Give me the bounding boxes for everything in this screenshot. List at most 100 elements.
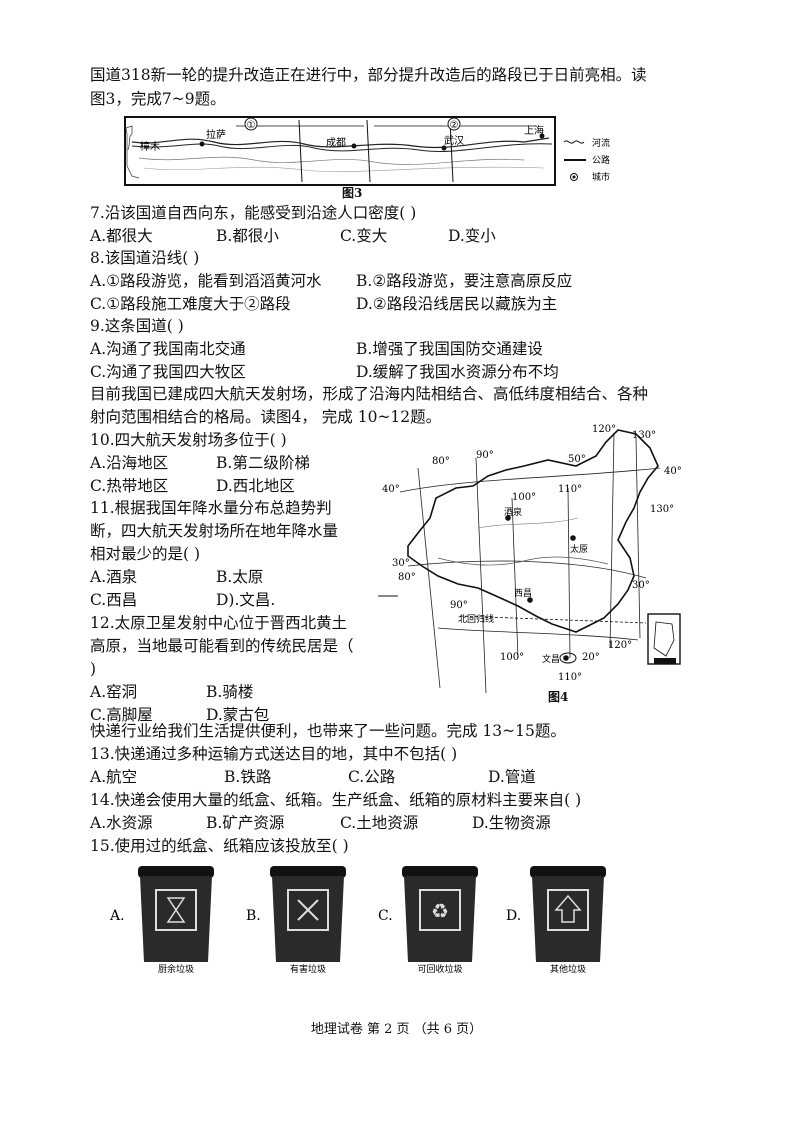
lat-label-30-left: 30°: [392, 558, 410, 569]
site-jiuquan-label: 酒泉: [504, 506, 522, 518]
q11-option-a: A.酒泉: [90, 568, 138, 586]
river-legend-icon: [563, 140, 585, 144]
question-11-stem-line3: 相对最少的是( ): [90, 545, 201, 563]
question-7-stem: 7.沿该国道自西向东，能感受到沿途人口密度( ): [90, 204, 417, 222]
q12-option-b: B.骑楼: [206, 683, 254, 701]
tropic-of-cancer-label: 北回归线: [458, 613, 494, 625]
figure4-china-map: 北回归线 80° 90° 100° 110° 120° 130° 80° 90°…: [378, 424, 682, 694]
q8-option-c: C.①路段施工难度大于②路段: [90, 295, 291, 313]
lon-label-120-top: 120°: [592, 424, 616, 435]
city-lhasa-dot: [199, 141, 205, 147]
q15-option-c: C.: [378, 908, 393, 924]
lon-label-120-bottom: 120°: [608, 640, 632, 651]
intro-space-line2: 射向范围相结合的格局。读图4， 完成 10~12题。: [90, 408, 442, 426]
page-footer: 地理试卷 第 2 页 （共 6 页）: [310, 1022, 483, 1037]
lat-label-20: 20°: [582, 652, 600, 663]
bin-c-label: 可回收垃圾: [417, 963, 462, 975]
q9-option-d: D.缓解了我国水资源分布不均: [356, 363, 559, 381]
q14-option-b: B.矿产资源: [206, 814, 285, 832]
intro-express: 快递行业给我们生活提供便利，也带来了一些问题。完成 13~15题。: [90, 722, 566, 740]
figure4-caption: 图4: [548, 690, 569, 704]
q15-option-b: B.: [246, 908, 261, 924]
route-segment-2-marker: [447, 117, 461, 131]
lon-label-130-top: 130°: [632, 430, 656, 441]
site-wenchang-label: 文昌: [542, 653, 560, 665]
question-12-stem-line3: ): [90, 660, 97, 678]
q14-option-a: A.水资源: [90, 814, 153, 832]
q9-option-b: B.增强了我国国防交通建设: [356, 340, 543, 358]
lon-label-100-top: 100°: [512, 492, 536, 503]
lat-label-30-right: 30°: [632, 580, 650, 591]
question-9-stem: 9.这条国道( ): [90, 317, 184, 335]
q13-option-a: A.航空: [90, 768, 138, 786]
bin-b-hazardous-waste: B. 有害垃圾: [246, 866, 346, 975]
lon-label-80-bottom: 80°: [398, 572, 416, 583]
city-wuhan-dot: [441, 145, 447, 151]
q14-option-c: C.土地资源: [340, 814, 419, 832]
city-legend-icon: [572, 175, 576, 179]
bin-b-label: 有害垃圾: [290, 963, 326, 975]
q9-option-c: C.沟通了我国四大牧区: [90, 363, 246, 381]
q9-option-a: A.沟通了我国南北交通: [90, 340, 246, 358]
legend-city-label: 城市: [592, 171, 610, 183]
bin-a-label: 厨余垃圾: [158, 963, 194, 975]
city-chengdu-dot: [351, 143, 357, 149]
q13-option-c: C.公路: [348, 768, 396, 786]
city-chengdu-label: 成都: [326, 137, 346, 149]
city-wuhan-label: 武汉: [444, 134, 464, 147]
city-shanghai-dot: [539, 133, 545, 139]
q12-option-a: A.窑洞: [90, 683, 138, 701]
question-12-stem-line2: 高原，当地最可能看到的传统民居是（: [90, 637, 354, 655]
site-xichang-dot: [527, 597, 533, 603]
q10-option-b: B.第二级阶梯: [216, 454, 310, 472]
other-waste-icon: [554, 894, 582, 923]
question-8-stem: 8.该国道沿线( ): [90, 249, 200, 267]
q15-option-d: D.: [506, 908, 521, 924]
site-xichang-label: 西昌: [514, 588, 532, 599]
city-zhangmu-label: 樟木: [140, 140, 160, 153]
city-shanghai-label: 上海: [524, 124, 544, 137]
question-11-stem-line2: 断，四大航天发射场所在地年降水量: [90, 522, 339, 540]
legend-river-label: 河流: [592, 137, 610, 149]
figure3-route-map: ① ② 樟木 拉萨 成都 武汉 上海: [124, 116, 556, 186]
q7-option-a: A.都很大: [90, 227, 153, 245]
q12-option-c: C.高脚屋: [90, 706, 153, 724]
garbage-bins-figure: A. 厨余垃圾 B. 有害垃圾 C. ♻ 可回收垃圾 D. 其他垃圾: [110, 866, 606, 975]
lat-label-50: 50°: [568, 454, 586, 465]
intro-318-line1: 国道318新一轮的提升改造正在进行中，部分提升改造后的路段已于日前亮相。读: [90, 66, 647, 84]
site-wenchang-dot: [563, 655, 569, 661]
q7-option-b: B.都很小: [216, 227, 279, 245]
question-15-stem: 15.使用过的纸盒、纸箱应该投放至( ): [90, 837, 349, 855]
q15-option-a: A.: [110, 908, 125, 924]
bin-d-other-waste: D. 其他垃圾: [506, 866, 606, 975]
food-waste-icon: [166, 897, 186, 923]
q7-option-c: C.变大: [340, 227, 388, 245]
lat-label-40-left: 40°: [382, 484, 400, 495]
question-14-stem: 14.快递会使用大量的纸盒、纸箱。生产纸盒、纸箱的原材料主要来自( ): [90, 791, 582, 809]
question-10-stem: 10.四大航天发射场多位于( ): [90, 431, 287, 449]
q13-option-d: D.管道: [488, 768, 536, 786]
lon-label-90-top: 90°: [476, 450, 494, 461]
q11-option-c: C.西昌: [90, 591, 138, 609]
bin-c-recyclable: C. ♻ 可回收垃圾: [378, 866, 478, 975]
recycle-icon: ♻: [431, 899, 449, 923]
hazardous-cross-icon: [297, 899, 319, 921]
lon-label-80-top: 80°: [432, 456, 450, 467]
lat-label-40-right: 40°: [664, 466, 682, 477]
intro-318-line2: 图3，完成7~9题。: [90, 90, 226, 108]
route-segment-1-marker: [244, 117, 258, 131]
intro-space-line1: 目前我国已建成四大航天发射场，形成了沿海内陆相结合、高低纬度相结合、各种: [90, 385, 649, 403]
lon-label-90-bottom: 90°: [450, 600, 468, 611]
lon-label-110-top: 110°: [558, 484, 582, 495]
q11-option-d: D).文昌.: [216, 591, 276, 609]
site-taiyuan-dot: [570, 535, 576, 541]
lon-label-130-right: 130°: [650, 504, 674, 515]
legend-road-label: 公路: [592, 154, 610, 166]
figure3-legend: 河流 公路 城市: [563, 137, 610, 183]
bin-a-food-waste: A. 厨余垃圾: [110, 866, 214, 975]
q12-option-d: D.蒙古包: [206, 706, 270, 724]
question-12-stem-line1: 12.太原卫星发射中心位于晋西北黄土: [90, 614, 348, 632]
figure3-caption: 图3: [342, 186, 363, 200]
question-11-stem-line1: 11.根据我国年降水量分布总趋势判: [90, 499, 332, 517]
site-taiyuan-label: 太原: [570, 543, 588, 555]
